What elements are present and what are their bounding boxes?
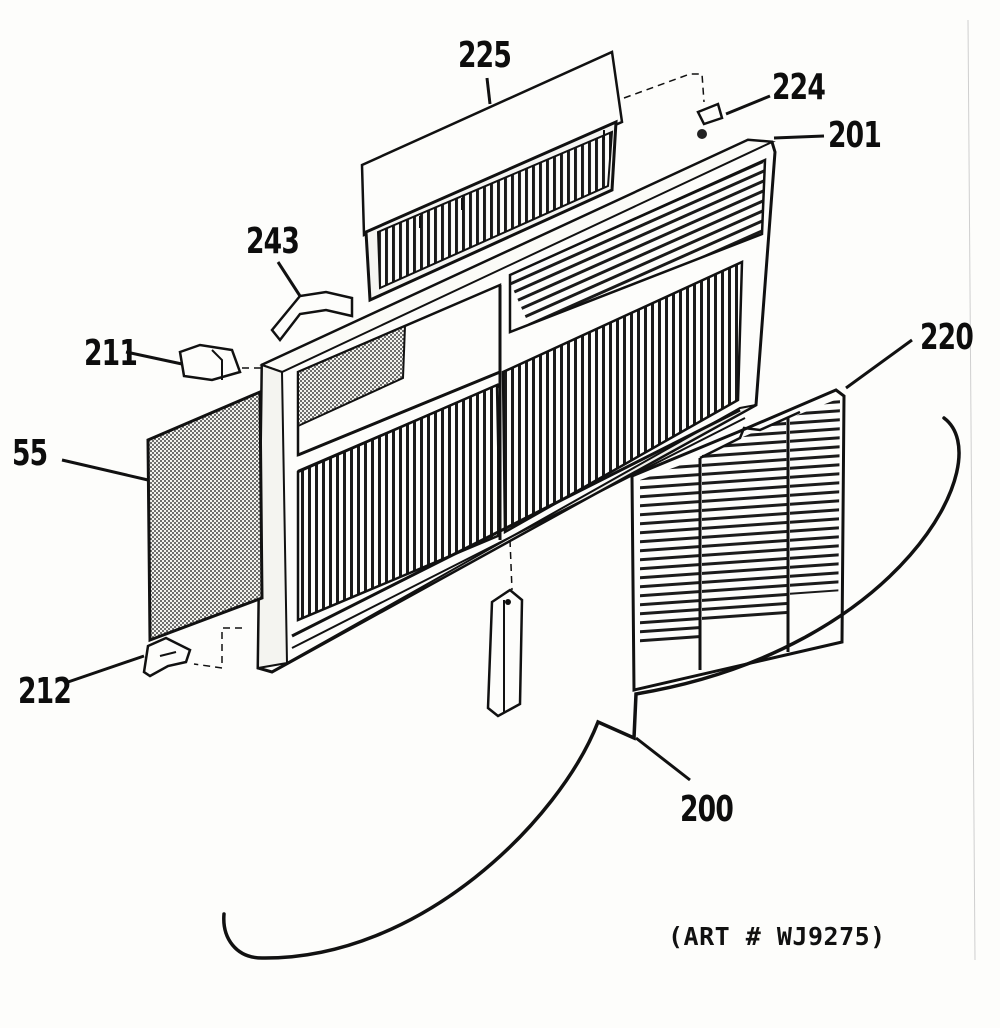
assembly-lines — [193, 73, 705, 669]
part-220-grille — [630, 388, 846, 692]
label-212: 212 — [18, 671, 72, 712]
label-243: 243 — [246, 221, 300, 262]
part-55-filter — [146, 389, 264, 643]
part-243-bracket — [270, 290, 354, 343]
part-212-clip — [142, 636, 192, 678]
part-211-clip — [178, 343, 242, 382]
part-201-front-panel — [256, 138, 777, 674]
part-224-knob — [696, 102, 724, 139]
support-strip — [486, 588, 524, 718]
label-211: 211 — [84, 333, 138, 374]
label-55: 55 — [12, 433, 48, 474]
label-201: 201 — [828, 115, 882, 156]
label-220: 220 — [920, 317, 974, 358]
label-224: 224 — [772, 67, 826, 108]
leader-lines — [61, 77, 913, 782]
label-200: 200 — [680, 789, 734, 830]
part-225-upper-louver — [360, 50, 624, 303]
label-225: 225 — [458, 35, 512, 76]
assembly-200-bracket — [222, 416, 961, 960]
art-number: (ART # WJ9275) — [668, 922, 886, 951]
